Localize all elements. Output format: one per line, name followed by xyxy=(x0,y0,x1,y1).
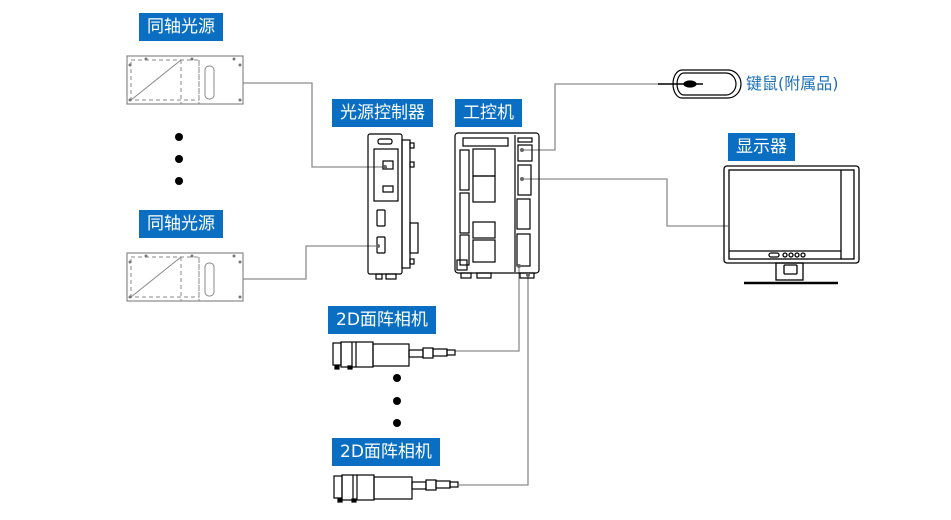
mouse-device xyxy=(658,69,742,99)
coaxial-light-top xyxy=(126,55,244,105)
camera-top-device xyxy=(332,341,456,370)
label-light-controller: 光源控制器 xyxy=(332,99,433,127)
line-ipc-to-mouse xyxy=(522,83,660,151)
camera-bottom-device xyxy=(333,474,459,503)
label-camera-bottom: 2D面阵相机 xyxy=(332,438,440,466)
label-industrial-pc: 工控机 xyxy=(455,99,522,127)
line-ipc-to-monitor xyxy=(522,178,728,227)
ellipsis-dots-lights xyxy=(175,133,183,185)
label-camera-top: 2D面阵相机 xyxy=(328,306,436,334)
label-coaxial-light-top: 同轴光源 xyxy=(139,13,223,41)
label-mouse: 键鼠(附属品) xyxy=(746,74,839,93)
coaxial-light-bottom xyxy=(126,252,244,302)
line-ipc-to-camera1 xyxy=(455,266,520,352)
line-ipc-to-camera2 xyxy=(459,275,529,486)
industrial-pc-device xyxy=(454,132,540,279)
light-controller-device xyxy=(367,133,419,280)
line-light1-to-controller xyxy=(243,82,385,168)
line-light2-to-controller xyxy=(243,245,378,280)
label-monitor: 显示器 xyxy=(728,133,795,161)
connection-lines xyxy=(243,82,728,486)
ellipsis-dots-cameras xyxy=(393,374,401,427)
monitor-device xyxy=(723,165,860,285)
label-coaxial-light-bottom: 同轴光源 xyxy=(139,210,223,238)
